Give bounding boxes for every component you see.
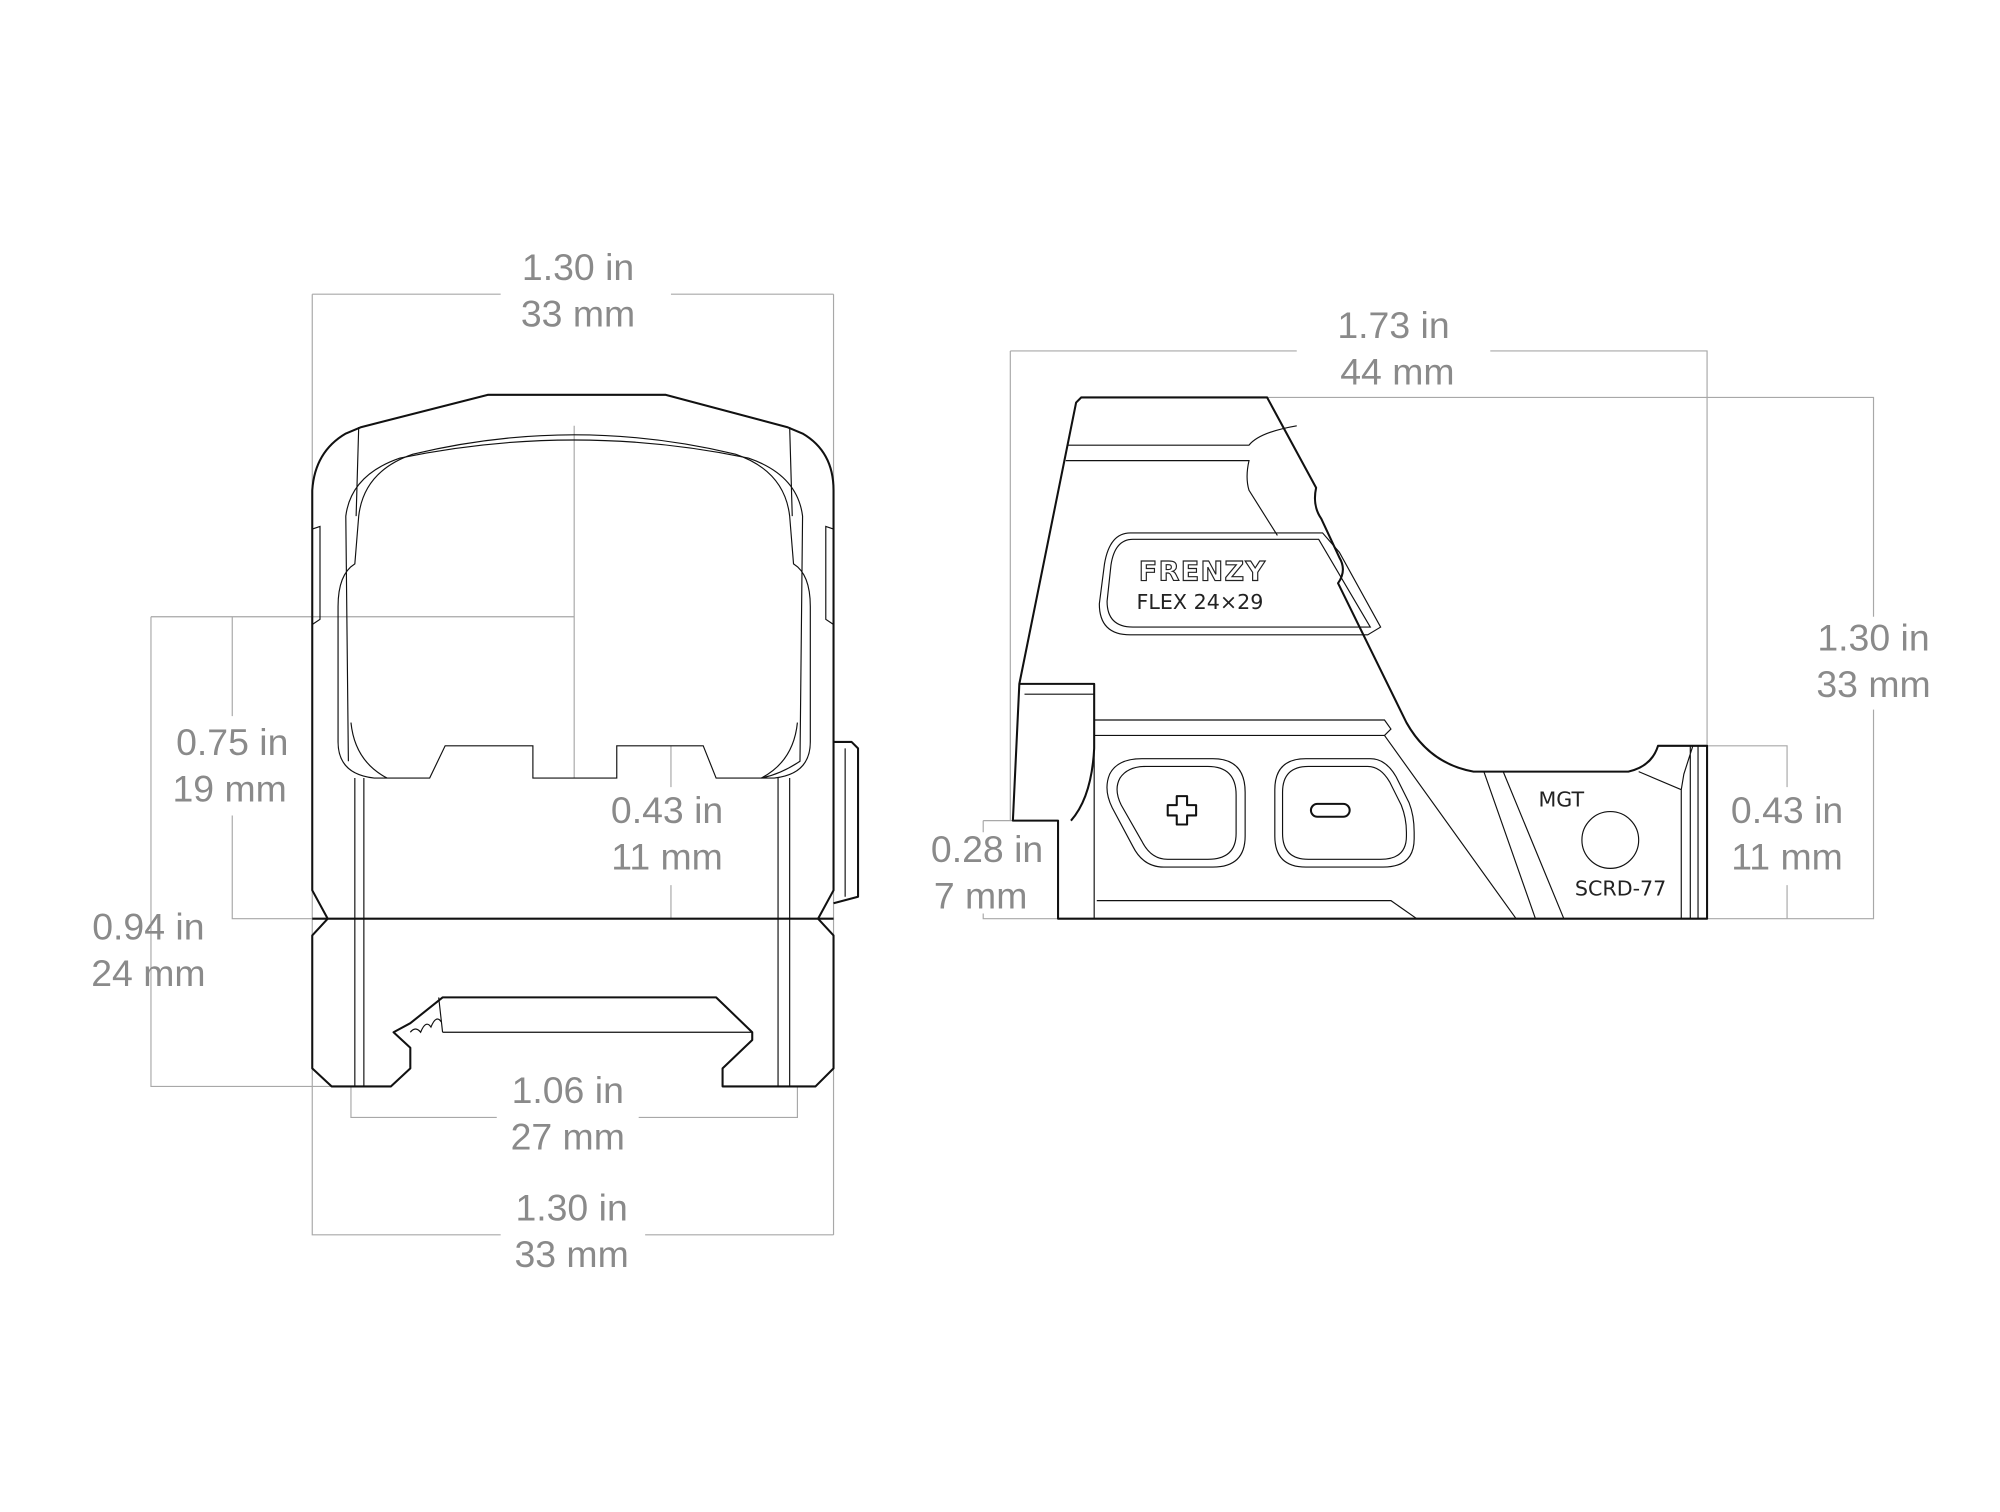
- front-view: 1.30 in 33 mm 0.75 in 19 mm 0.94 in 24 m…: [91, 246, 860, 1275]
- lens-window: [337, 434, 811, 779]
- dim-label: 0.43 in: [1731, 789, 1843, 831]
- dim-label: 1.30 in: [522, 246, 634, 288]
- dim-label: 33 mm: [1816, 663, 1930, 705]
- model-engraving: FLEX 24×29: [1137, 590, 1264, 614]
- side-body-outline: [1011, 396, 1709, 920]
- dim-front-bottom-width: 1.30 in 33 mm: [514, 1187, 628, 1275]
- side-dimension-lines: [982, 350, 1875, 920]
- front-dimension-lines: [150, 293, 835, 1236]
- dim-label: 0.28 in: [931, 828, 1043, 870]
- dim-side-height: 1.30 in 33 mm: [1816, 616, 1930, 704]
- side-view: FRENZY FLEX 24×29 MGT SCRD-77 1.73 in 44…: [931, 304, 1931, 920]
- dim-label: 1.30 in: [515, 1187, 627, 1229]
- dim-label: 33 mm: [514, 1233, 628, 1275]
- dim-front-center-height: 0.75 in 19 mm: [173, 721, 289, 809]
- dim-label: 1.30 in: [1817, 616, 1929, 658]
- dim-label: 11 mm: [611, 836, 723, 878]
- plus-icon: [1166, 795, 1198, 826]
- mgt-engraving: MGT: [1538, 787, 1584, 811]
- front-body-outline: [311, 393, 835, 1088]
- dim-front-total-height: 0.94 in 24 mm: [91, 905, 205, 993]
- brand-engraving: FRENZY: [1139, 557, 1267, 588]
- dim-side-base-height: 0.28 in 7 mm: [931, 828, 1043, 916]
- dim-label: 0.75 in: [176, 721, 288, 763]
- dim-label: 1.73 in: [1337, 304, 1449, 346]
- rail-screw-thread: [409, 997, 444, 1034]
- dim-label: 0.94 in: [92, 905, 204, 947]
- dim-label: 27 mm: [511, 1116, 625, 1158]
- dim-label: 7 mm: [934, 874, 1028, 916]
- dim-front-window-height: 0.43 in 11 mm: [611, 789, 723, 877]
- minus-icon: [1309, 802, 1351, 818]
- dim-front-top-width: 1.30 in 33 mm: [521, 246, 635, 334]
- dim-label: 24 mm: [91, 952, 205, 994]
- dim-label: 11 mm: [1731, 836, 1843, 878]
- windage-knob: [833, 740, 860, 905]
- front-lens-housing: [1019, 682, 1096, 822]
- dim-label: 1.06 in: [512, 1069, 624, 1111]
- logo-plate: [1098, 532, 1382, 636]
- dim-rail-width: 1.06 in 27 mm: [511, 1069, 625, 1157]
- plus-button[interactable]: [1106, 758, 1246, 868]
- scrd-engraving: SCRD-77: [1575, 876, 1666, 900]
- dim-label: 44 mm: [1340, 351, 1454, 393]
- dim-label: 0.43 in: [611, 789, 723, 831]
- dim-label: 33 mm: [521, 292, 635, 334]
- adjustment-port: [1581, 811, 1640, 869]
- dim-side-rear-height: 0.43 in 11 mm: [1731, 789, 1843, 877]
- dim-label: 19 mm: [173, 767, 287, 809]
- minus-button[interactable]: [1274, 758, 1415, 868]
- dim-side-length: 1.73 in 44 mm: [1337, 304, 1454, 392]
